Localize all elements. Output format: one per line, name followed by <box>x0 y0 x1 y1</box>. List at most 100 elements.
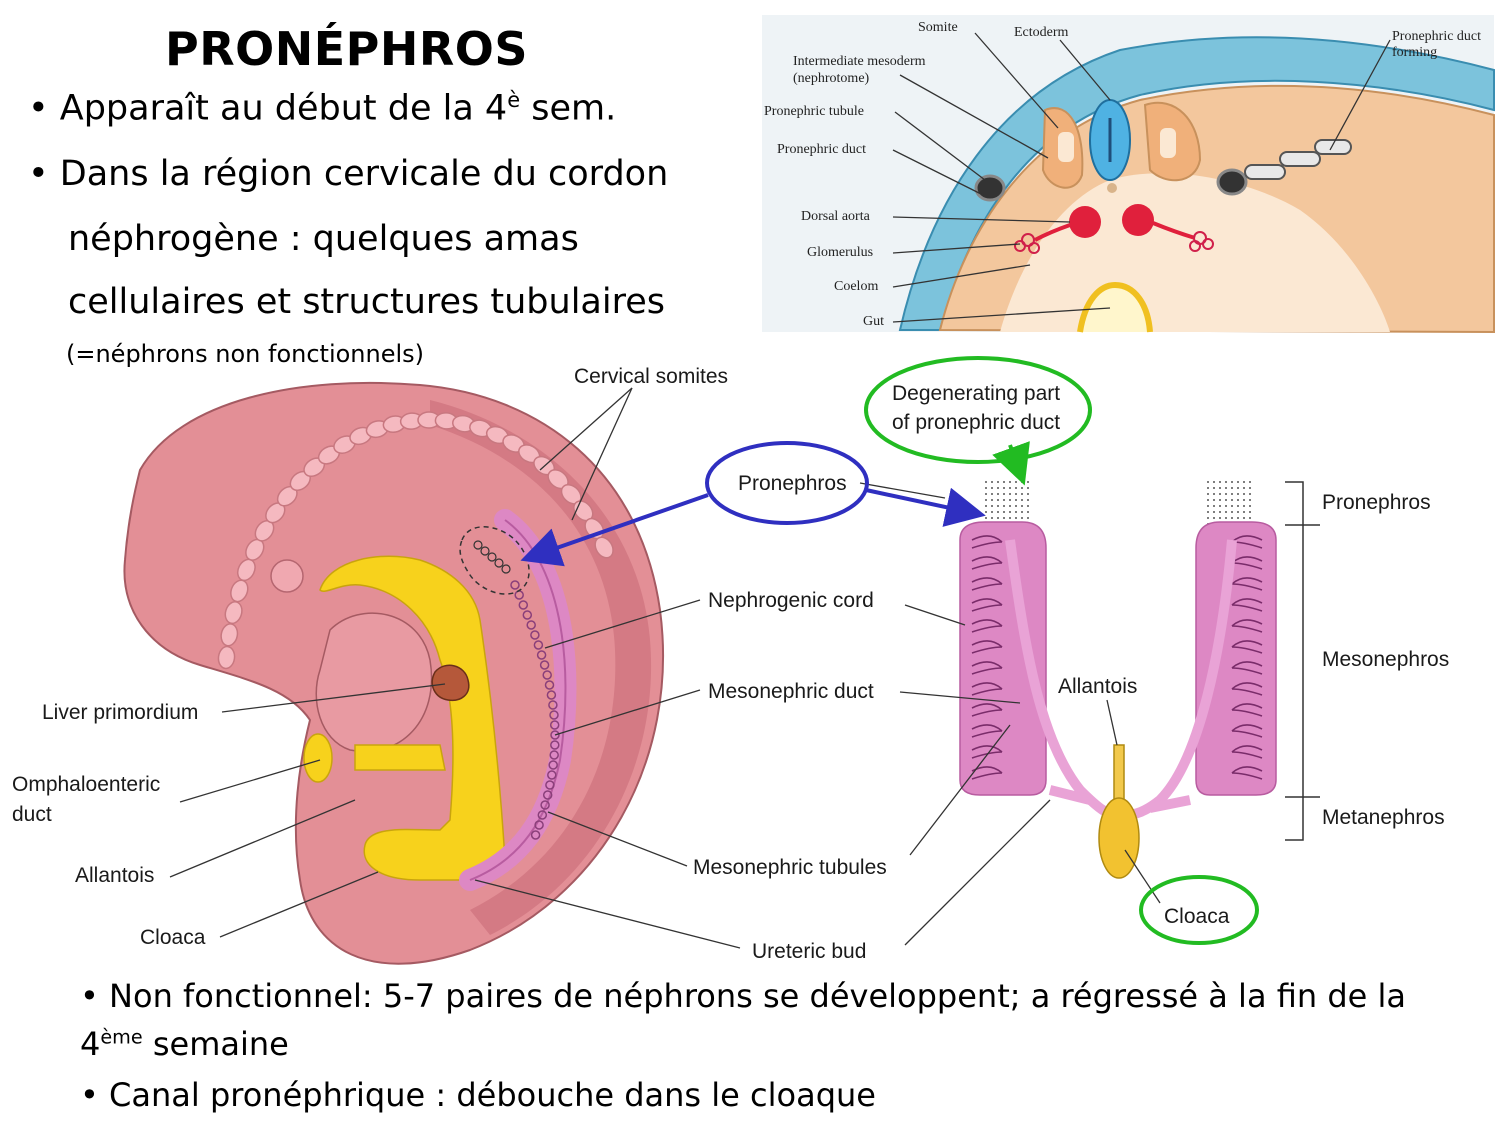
tubules-left <box>971 535 1003 780</box>
tubule-coil <box>540 800 550 810</box>
tubule-coil <box>549 710 559 720</box>
schema-tubule <box>971 724 1003 738</box>
label-degenerating-2: of pronephric duct <box>892 411 1061 434</box>
bullet-appears-sup: è <box>507 88 521 112</box>
schema-tubule <box>971 598 1003 612</box>
schema-tubule <box>971 577 1003 591</box>
gut <box>1077 281 1153 333</box>
schema-tubule <box>1231 619 1263 633</box>
pronephric-duct-left <box>974 174 1006 202</box>
mesonephric-duct-right <box>1124 539 1237 820</box>
schema-tubule <box>1231 724 1263 738</box>
bullet-region-line3: cellulaires et structures tubulaires <box>68 282 665 322</box>
tubule-coil <box>542 670 552 680</box>
bullet-region-line1: • Dans la région cervicale du cordon <box>28 154 669 194</box>
schema-tubule <box>1231 703 1263 717</box>
gut-tube <box>319 555 506 883</box>
bullet-region-note: (=néphrons non fonctionnels) <box>66 340 425 368</box>
label-somite: Somite <box>918 20 958 35</box>
schema-tubule <box>971 535 1003 549</box>
allantois <box>1113 744 1125 801</box>
tubule-coil <box>547 770 557 780</box>
pronephros-region <box>459 526 530 595</box>
schema-tubule <box>1231 745 1263 759</box>
label-intermediate-mesoderm: Intermediate mesoderm <box>793 54 926 69</box>
mesonephric-tubules <box>510 580 560 840</box>
footer-bullet-2: • Canal pronéphrique : débouche dans le … <box>80 1076 876 1114</box>
footer-bullet-1-line1: • Non fonctionnel: 5-7 paires de néphron… <box>80 977 1406 1015</box>
schema-tubule <box>971 703 1003 717</box>
pronephric-duct-right <box>1216 168 1248 196</box>
bullet-appears-text: • Apparaît au début de la 4 <box>28 88 508 129</box>
tubule-coil <box>530 830 541 840</box>
schema-tubule <box>971 556 1003 570</box>
tubule-coil <box>549 720 560 730</box>
label-omphaloenteric-2: duct <box>12 803 52 826</box>
label-gut: Gut <box>863 314 884 329</box>
schema-tubule <box>1231 577 1263 591</box>
tubule-coil <box>544 680 555 690</box>
glomerulus-left <box>1014 233 1040 254</box>
schema-tubule <box>971 661 1003 675</box>
arrow-to-degenerating-duct <box>992 441 1030 486</box>
dorsal-aorta-left <box>1069 206 1101 238</box>
label-degenerating-1: Degenerating part <box>892 382 1061 405</box>
pronephric-duct-forming-chain <box>1244 139 1352 180</box>
schema-tubule <box>971 619 1003 633</box>
degenerating-duct-left <box>982 480 1030 526</box>
label-nephrotome: (nephrotome) <box>793 71 870 86</box>
cloaca-highlight <box>1139 875 1259 945</box>
cloaca <box>1098 797 1140 879</box>
label-stage-metanephros: Metanephros <box>1322 806 1445 829</box>
tubule-coil <box>518 600 529 610</box>
tubule-coil <box>539 660 550 670</box>
embryo-illustration <box>123 381 741 965</box>
tubules-right <box>1231 535 1263 780</box>
label-pronephros-embryo: Pronephros <box>738 472 847 495</box>
label-pronephric-duct: Pronephric duct <box>777 142 867 157</box>
liver-primordium <box>431 664 470 702</box>
tubule-coil <box>536 650 547 660</box>
label-ectoderm: Ectoderm <box>1014 25 1069 40</box>
arrow-to-schema-pronephros <box>865 487 986 527</box>
label-coelom: Coelom <box>834 279 879 294</box>
schema-tubule <box>971 682 1003 696</box>
tubule-coil <box>548 760 558 770</box>
somite <box>594 536 614 559</box>
degenerating-duct-highlight <box>864 356 1092 464</box>
schema-tubule <box>1231 661 1263 675</box>
tubule-coil <box>533 640 544 650</box>
label-stage-mesonephros: Mesonephros <box>1322 648 1450 671</box>
label-cloaca-schema: Cloaca <box>1164 905 1230 928</box>
slide-title: PRONÉPHROS <box>165 22 529 76</box>
label-liver-primordium: Liver primordium <box>42 701 199 724</box>
glomerulus-right <box>1189 231 1214 252</box>
label-allantois-schema: Allantois <box>1058 675 1138 698</box>
tubule-coil <box>537 810 548 820</box>
stage-bracket <box>1285 481 1320 841</box>
schema-tubule <box>971 640 1003 654</box>
tubule-coil <box>526 620 536 630</box>
schema-tubule <box>1231 766 1263 780</box>
cross-section-illustration <box>762 15 1495 334</box>
label-nephrogenic-cord: Nephrogenic cord <box>708 589 874 612</box>
label-mesonephric-duct: Mesonephric duct <box>708 680 874 703</box>
tubule-coil <box>545 780 555 790</box>
tubule-coil <box>510 580 520 590</box>
degenerating-duct-right <box>1206 480 1254 526</box>
bullet-region-line2: néphrogène : quelques amas <box>68 219 579 259</box>
footer-bullet-1-tail: semaine <box>142 1025 289 1063</box>
schema-tubule <box>1231 598 1263 612</box>
footer-bullet-1-sup: ème <box>100 1025 143 1049</box>
bullet-appears-tail: sem. <box>520 88 617 129</box>
pronephros-highlight <box>705 441 869 525</box>
label-glomerulus: Glomerulus <box>807 245 874 260</box>
label-cervical-somites: Cervical somites <box>574 365 729 388</box>
tubule-coil <box>542 790 553 800</box>
footer-bullet-1-line2: 4ème semaine <box>80 1025 289 1063</box>
bullet-appears: • Apparaît au début de la 4è sem. <box>28 88 616 129</box>
schema-tubule <box>1231 682 1263 696</box>
label-cloaca-embryo: Cloaca <box>140 926 206 949</box>
label-allantois-embryo: Allantois <box>75 864 155 887</box>
